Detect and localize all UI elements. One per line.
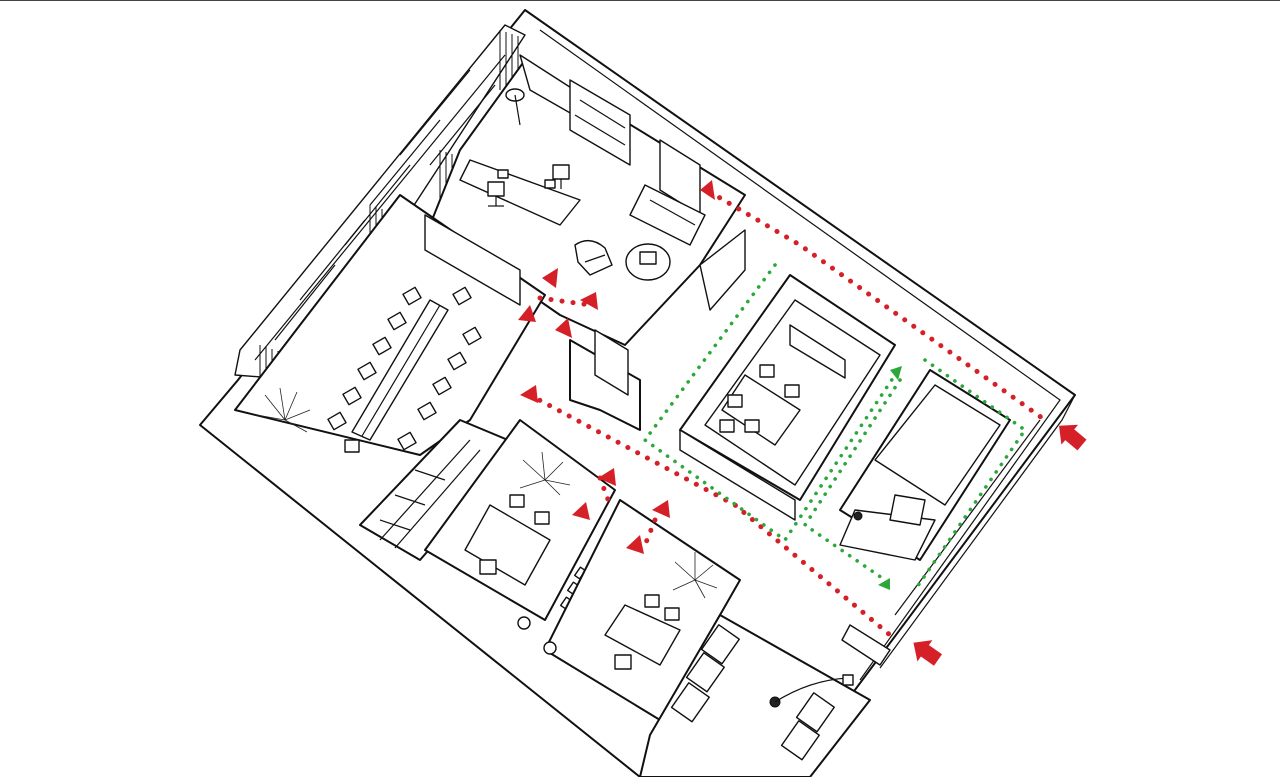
reception-lamp xyxy=(853,511,863,521)
green-path-loop-2 xyxy=(802,378,902,582)
floor-lamp-arm xyxy=(774,677,849,703)
storage-cabinets xyxy=(679,429,796,521)
lamp-head xyxy=(842,674,854,686)
storage-wall xyxy=(359,419,521,561)
reception-armchair xyxy=(889,494,926,526)
door-arrow-icon xyxy=(700,180,715,200)
right-facade-line xyxy=(879,394,1076,669)
entry-arrows xyxy=(913,424,1087,666)
small-meeting-room xyxy=(679,274,896,521)
office-room-1 xyxy=(424,419,616,630)
meeting-room xyxy=(234,194,546,456)
door-arrow-icon xyxy=(542,268,558,288)
desk-chair-2 xyxy=(552,164,570,189)
door-arrow-icon xyxy=(580,292,598,310)
green-circulation-paths xyxy=(642,263,1028,592)
storage-shelving xyxy=(359,419,521,561)
green-arrows xyxy=(878,366,902,590)
green-arrow-icon xyxy=(878,578,890,590)
wall-screen xyxy=(789,324,846,379)
monitor-1 xyxy=(497,169,509,179)
waiting-chairs-left xyxy=(670,624,740,723)
top-border-line xyxy=(0,0,1280,1)
reception-inner-wall xyxy=(874,384,1001,506)
partition-glass xyxy=(424,214,521,306)
plant-office-1 xyxy=(519,451,571,496)
lounge-chair xyxy=(574,240,613,276)
conference-table xyxy=(351,299,449,441)
door-arrow-icon xyxy=(555,318,572,338)
entry-arrow-icon xyxy=(1059,424,1087,451)
director-desk xyxy=(459,159,581,226)
entry-arrow-icon xyxy=(913,640,943,666)
red-path-lower-door xyxy=(597,475,613,508)
waiting-area xyxy=(639,614,891,777)
plant-meeting xyxy=(256,387,311,433)
office-1-walls xyxy=(424,419,616,621)
right-facade-line-2 xyxy=(894,419,1041,616)
outer-wall-inner-edge xyxy=(539,29,1061,681)
meeting-chairs-left xyxy=(327,286,422,431)
entry-panel xyxy=(841,624,891,666)
door-arrow-icon xyxy=(652,500,670,518)
office-2-desk xyxy=(604,604,681,666)
meeting-chairs-right xyxy=(397,286,482,451)
core-wall-side xyxy=(699,229,746,311)
reception-lounge xyxy=(839,369,1011,561)
waiting-chairs-right xyxy=(780,692,835,761)
cabinet-unit xyxy=(569,79,631,166)
door-arrow-icon xyxy=(598,468,616,486)
plant-office-2 xyxy=(672,552,718,599)
lamp-office-1 xyxy=(517,616,531,630)
monitor-2 xyxy=(544,179,556,189)
office-1-desk xyxy=(464,504,551,586)
lamp-office-2 xyxy=(543,641,557,655)
small-meeting-chairs xyxy=(719,364,800,433)
central-core xyxy=(569,229,746,431)
office-2-chairs xyxy=(614,594,680,670)
door-arrows xyxy=(518,180,715,554)
green-path-loop-1 xyxy=(642,263,897,543)
cabinet-core xyxy=(594,329,629,396)
head-chair xyxy=(344,439,360,453)
red-path-office-door xyxy=(537,295,593,308)
red-path-lower-door-2 xyxy=(642,517,658,548)
door-arrow-icon xyxy=(518,305,536,322)
door-arrow-icon xyxy=(520,385,538,403)
office-1-chairs xyxy=(479,494,550,575)
sofa xyxy=(629,184,706,246)
side-table xyxy=(639,251,657,265)
green-arrow-icon xyxy=(890,366,902,380)
door-arrow-icon xyxy=(626,535,644,554)
door-arrow-icon xyxy=(572,502,590,520)
desk-chair-1 xyxy=(487,181,505,207)
red-path-top xyxy=(707,189,1048,423)
